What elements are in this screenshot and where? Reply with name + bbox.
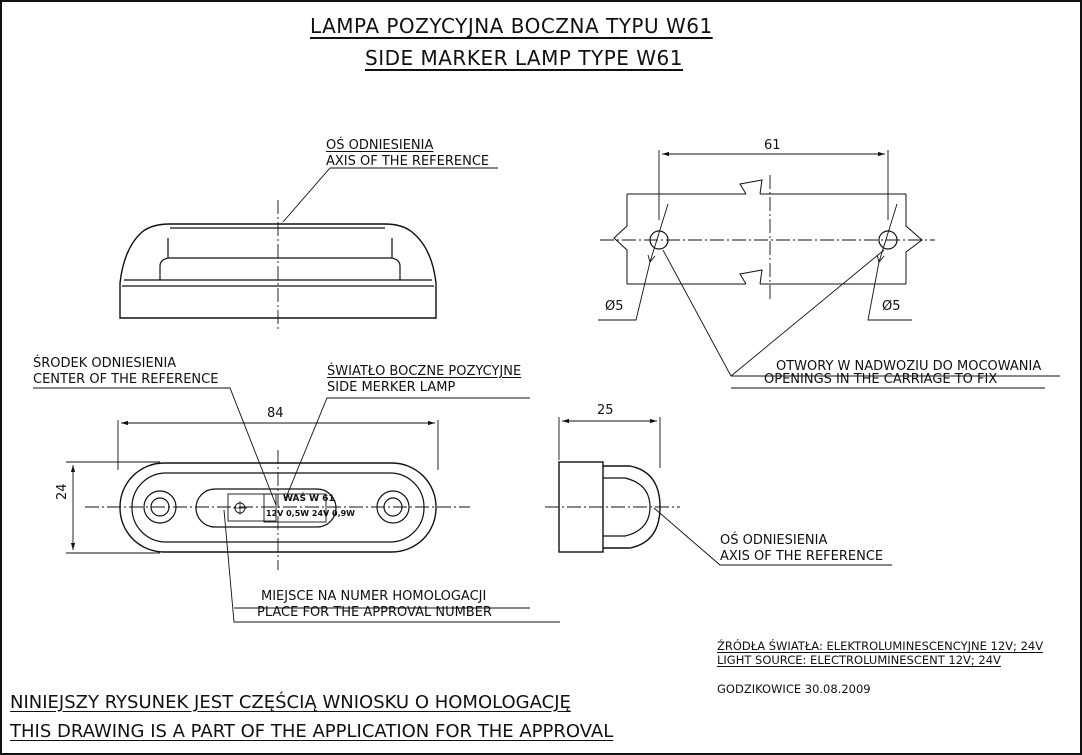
- mounting-view: [598, 150, 1060, 389]
- top-view: [119, 167, 498, 330]
- lamp-label-en: SIDE MERKER LAMP: [327, 380, 456, 395]
- width-dimension: 84: [267, 406, 284, 421]
- openings-label-en: OPENINGS IN THE CARRIAGE TO FIX: [764, 372, 998, 387]
- title-pl: LAMPA POZYCYJNA BOCZNA TYPU W61: [310, 14, 713, 38]
- center-reference-pl: ŚRODEK ODNIESIENIA: [33, 356, 177, 371]
- top-axis-label-pl: OŚ ODNIESIENIA: [326, 138, 434, 153]
- top-axis-label-en: AXIS OF THE REFERENCE: [326, 154, 490, 169]
- footer-note-en: THIS DRAWING IS A PART OF THE APPLICATIO…: [10, 721, 614, 742]
- lamp-marking-line2: 12V 0,5W 24V 0,9W: [266, 509, 355, 518]
- hole-left-diameter: Ø5: [605, 299, 624, 314]
- title-en: SIDE MARKER LAMP TYPE W61: [365, 46, 683, 70]
- openings-label-pl: OTWORY W NADWOZIU DO MOCOWANIA: [776, 359, 1042, 374]
- center-reference-en: CENTER OF THE REFERENCE: [33, 372, 219, 387]
- mounting-dimension: 61: [764, 138, 781, 153]
- depth-dimension: 25: [597, 403, 614, 418]
- side-view: [545, 417, 892, 566]
- hole-right-diameter: Ø5: [882, 299, 901, 314]
- approval-label-en: PLACE FOR THE APPROVAL NUMBER: [257, 605, 492, 620]
- front-view: [33, 387, 560, 623]
- footer-note-pl: NINIEJSZY RYSUNEK JEST CZĘŚCIĄ WNIOSKU O…: [10, 692, 571, 713]
- approval-label-pl: MIEJSCE NA NUMER HOMOLOGACJI: [261, 589, 487, 604]
- lamp-label-pl: ŚWIATŁO BOCZNE POZYCYJNE: [327, 364, 522, 379]
- side-axis-label-pl: OŚ ODNIESIENIA: [720, 533, 828, 548]
- light-source-note-en: LIGHT SOURCE: ELECTROLUMINESCENT 12V; 24…: [717, 653, 1001, 667]
- height-dimension: 24: [55, 483, 70, 500]
- side-axis-label-en: AXIS OF THE REFERENCE: [720, 549, 884, 564]
- lamp-marking-line1: WAŚ W 61: [283, 494, 335, 504]
- place-date: GODZIKOWICE 30.08.2009: [717, 682, 871, 696]
- light-source-note-pl: ŹRÓDŁA ŚWIATŁA: ELEKTROLUMINESCENCYJNE 1…: [717, 639, 1044, 653]
